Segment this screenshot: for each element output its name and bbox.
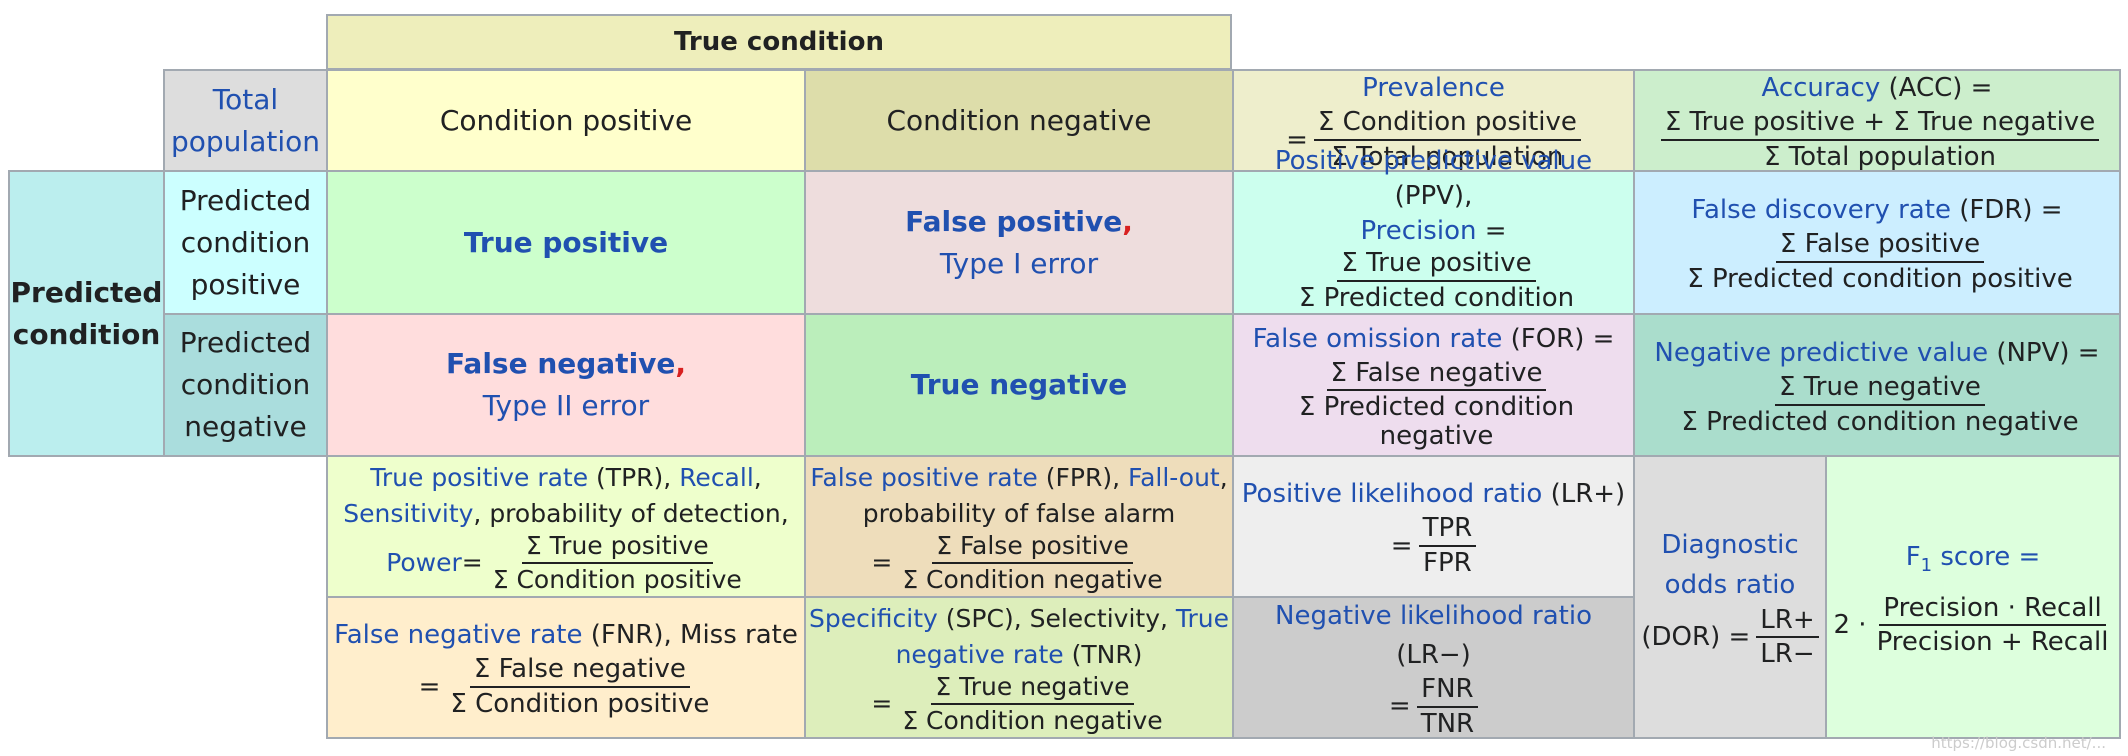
true-condition-header: True condition (326, 14, 1232, 70)
lr-negative-cell: Negative likelihood ratio (LR−) = FNR TN… (1232, 596, 1635, 739)
fdr-fraction: Σ False positive Σ Predicted condition p… (1687, 229, 2073, 294)
ppv-cell: Positive predictive value (PPV), Precisi… (1232, 146, 1635, 341)
condition-positive-header: Condition positive (326, 69, 806, 172)
true-negative-cell: True negative (804, 313, 1234, 457)
prevalence-fraction: Σ Condition positive Σ Total population (1313, 108, 1581, 171)
total-population-cell: Total population (163, 69, 328, 172)
fpr-cell: False positive rate (FPR), Fall-out, pro… (804, 455, 1234, 598)
tpr-fraction: Σ True positive Σ Condition positive (492, 531, 742, 594)
lr-negative-fraction: FNR TNR (1417, 675, 1478, 738)
false-negative-cell: False negative, Type II error (326, 313, 806, 457)
npv-fraction: Σ True negative Σ Predicted condition ne… (1681, 371, 2079, 437)
accuracy-cell: Accuracy (ACC) = Σ True positive + Σ Tru… (1633, 69, 2121, 172)
tpr-cell: True positive rate (TPR), Recall, Sensit… (326, 455, 806, 598)
predicted-negative-header: Predicted condition negative (163, 313, 328, 457)
predicted-condition-header: Predicted condition (8, 170, 165, 457)
false-positive-cell: False positive, Type I error (804, 170, 1234, 315)
tnr-cell: Specificity (SPC), Selectivity, True neg… (804, 596, 1234, 739)
watermark: https://blog.csdn.net/... (1931, 734, 2106, 752)
fnr-fraction: Σ False negative Σ Condition positive (450, 654, 710, 719)
npv-cell: Negative predictive value (NPV) = Σ True… (1633, 313, 2121, 457)
true-positive-cell: True positive (326, 170, 806, 315)
dor-cell: Diagnostic odds ratio (DOR) = LR+ LR− (1633, 455, 1827, 739)
f1-score-cell: F1 score = 2 · Precision · Recall Precis… (1825, 455, 2121, 739)
condition-negative-header: Condition negative (804, 69, 1234, 172)
tnr-fraction: Σ True negative Σ Condition negative (902, 672, 1163, 735)
for-fraction: Σ False negative Σ Predicted condition n… (1298, 357, 1575, 451)
fnr-cell: False negative rate (FNR), Miss rate = Σ… (326, 596, 806, 739)
fdr-cell: False discovery rate (FDR) = Σ False pos… (1633, 170, 2121, 315)
for-cell: False omission rate (FOR) = Σ False nega… (1232, 313, 1635, 457)
lr-positive-fraction: TPR FPR (1418, 514, 1477, 577)
dor-fraction: LR+ LR− (1756, 606, 1819, 669)
prevalence-cell: Prevalence = Σ Condition positive Σ Tota… (1232, 69, 1635, 172)
lr-positive-cell: Positive likelihood ratio (LR+) = TPR FP… (1232, 455, 1635, 598)
predicted-positive-header: Predicted condition positive (163, 170, 328, 315)
f1-fraction: Precision · Recall Precision + Recall (1876, 592, 2109, 658)
fpr-fraction: Σ False positive Σ Condition negative (902, 531, 1163, 594)
accuracy-fraction: Σ True positive + Σ True negative Σ Tota… (1660, 108, 2100, 171)
